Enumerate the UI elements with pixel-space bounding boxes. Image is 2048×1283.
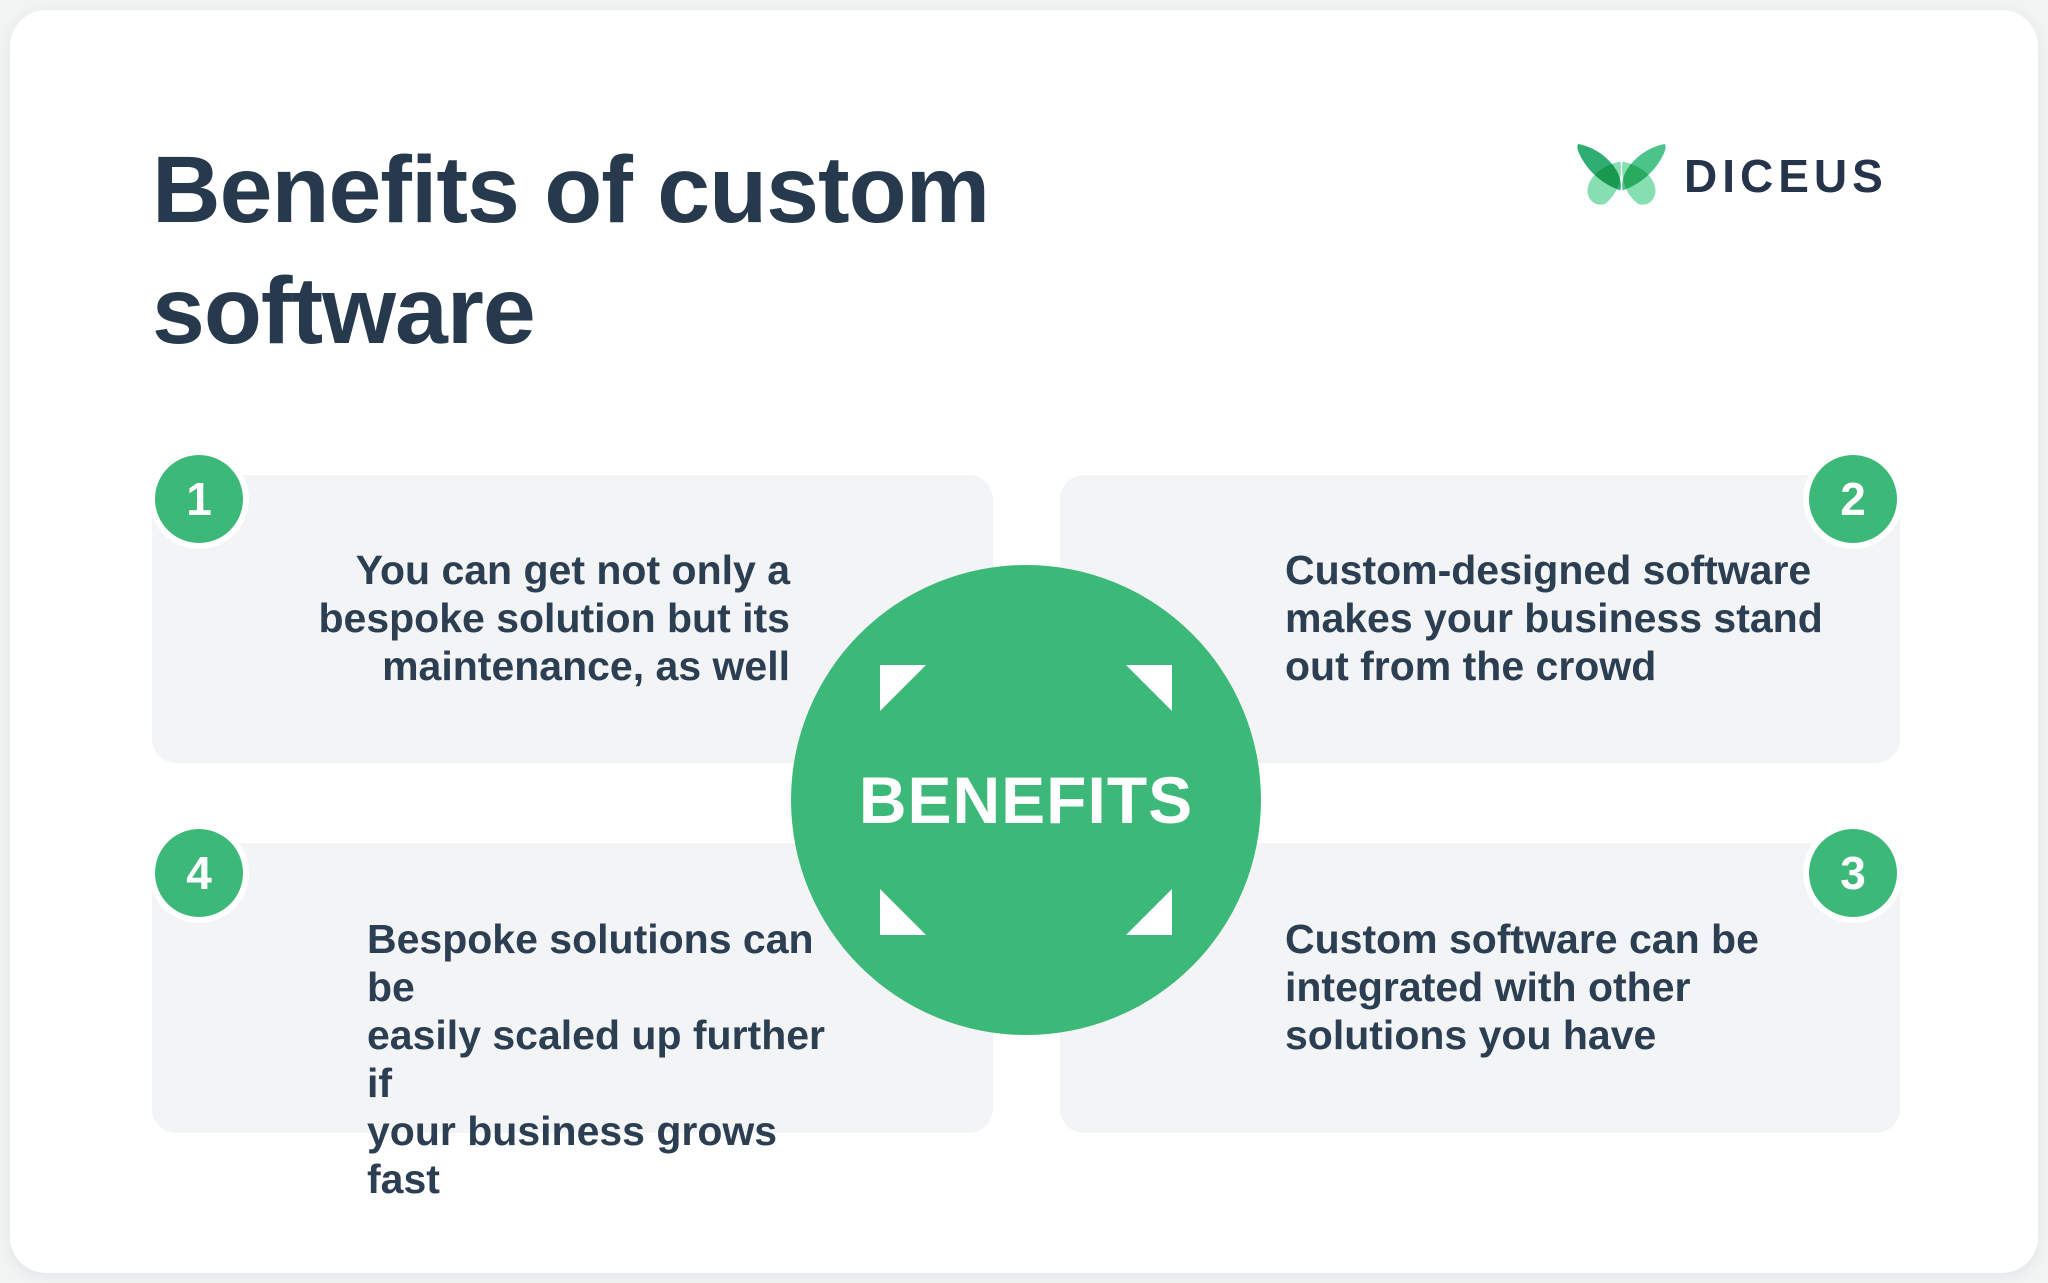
expand-corner-bottom-left-icon [880, 889, 926, 935]
benefit-text-1: You can get not only a bespoke solution … [318, 547, 790, 689]
benefits-circle: BENEFITS [791, 565, 1261, 1035]
badge-number: 2 [1840, 473, 1866, 525]
badge-number: 3 [1840, 847, 1866, 899]
expand-corner-top-right-icon [1126, 665, 1172, 711]
benefit-text-2: Custom-designed software makes your busi… [1285, 547, 1823, 689]
butterfly-logo-icon [1573, 144, 1670, 208]
number-badge-4: 4 [155, 829, 243, 917]
page-title: Benefits of custom software [152, 137, 990, 364]
badge-number: 4 [186, 847, 212, 899]
number-badge-1: 1 [155, 455, 243, 543]
benefits-label: BENEFITS [858, 763, 1194, 837]
diceus-wordmark: DICEUS [1684, 150, 1888, 202]
number-badge-2: 2 [1809, 455, 1897, 543]
expand-corner-top-left-icon [880, 665, 926, 711]
benefit-text-3: Custom software can be integrated with o… [1285, 916, 1759, 1058]
number-badge-3: 3 [1809, 829, 1897, 917]
badge-number: 1 [186, 473, 212, 525]
expand-corner-bottom-right-icon [1126, 889, 1172, 935]
diceus-logo: DICEUS [1573, 144, 1888, 208]
benefit-text-4: Bespoke solutions can be easily scaled u… [367, 916, 826, 1202]
